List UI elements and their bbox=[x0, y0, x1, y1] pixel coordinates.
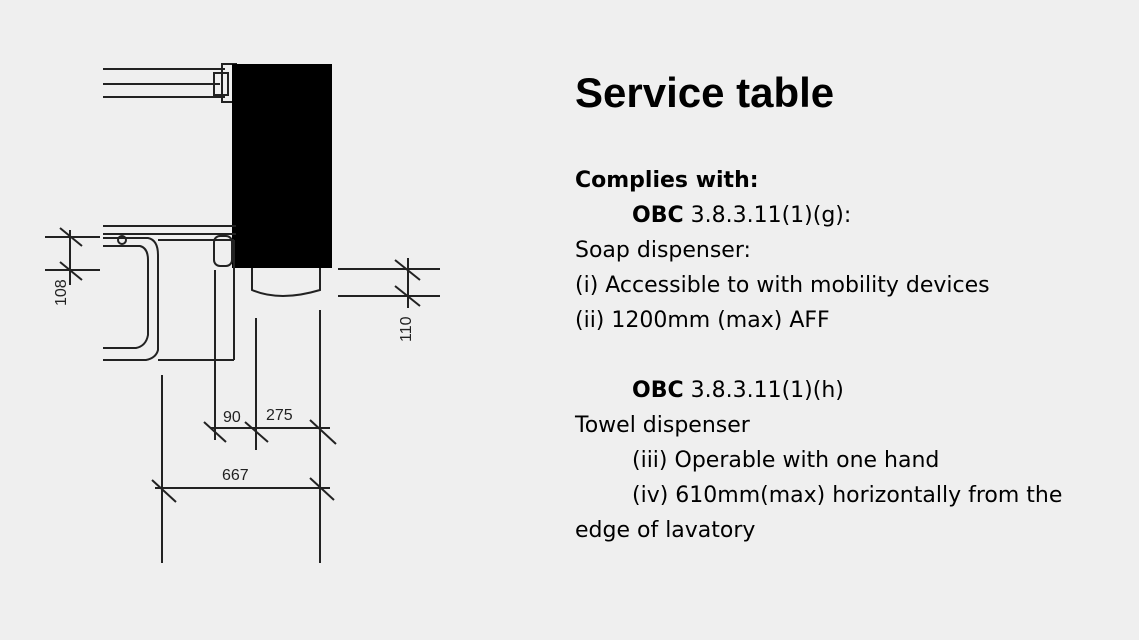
dim-90-label: 90 bbox=[223, 409, 241, 426]
towel-heading: Towel dispenser bbox=[575, 413, 750, 438]
soap-item: (ii) 1200mm (max) AFF bbox=[575, 308, 830, 333]
obc-section: 3.8.3.11(1)(h) bbox=[690, 378, 844, 403]
obc-code: OBC bbox=[632, 378, 684, 403]
obc-reference-g: OBC 3.8.3.11(1)(g): bbox=[575, 198, 1135, 233]
slide-title: Service table bbox=[575, 69, 835, 116]
towel-item-continued: edge of lavatory bbox=[575, 518, 756, 543]
obc-reference-h: OBC 3.8.3.11(1)(h) bbox=[575, 373, 1135, 408]
plan-drawing: 108 110 90 275 667 bbox=[45, 63, 440, 563]
complies-label: Complies with: bbox=[575, 168, 759, 193]
obc-section: 3.8.3.11(1)(g): bbox=[690, 203, 852, 228]
dim-275-label: 275 bbox=[266, 407, 293, 424]
dim-667-label: 667 bbox=[222, 467, 249, 484]
soap-item: (i) Accessible to with mobility devices bbox=[575, 273, 990, 298]
soap-heading: Soap dispenser: bbox=[575, 238, 751, 263]
slide-content: Complies with: OBC 3.8.3.11(1)(g): Soap … bbox=[575, 163, 1135, 548]
towel-item: (iv) 610mm(max) horizontally from the bbox=[632, 483, 1063, 508]
towel-item: (iii) Operable with one hand bbox=[632, 448, 940, 473]
obc-code: OBC bbox=[632, 203, 684, 228]
dim-110-label: 110 bbox=[398, 316, 415, 342]
service-table-block bbox=[232, 64, 332, 268]
dim-108-label: 108 bbox=[53, 279, 70, 306]
